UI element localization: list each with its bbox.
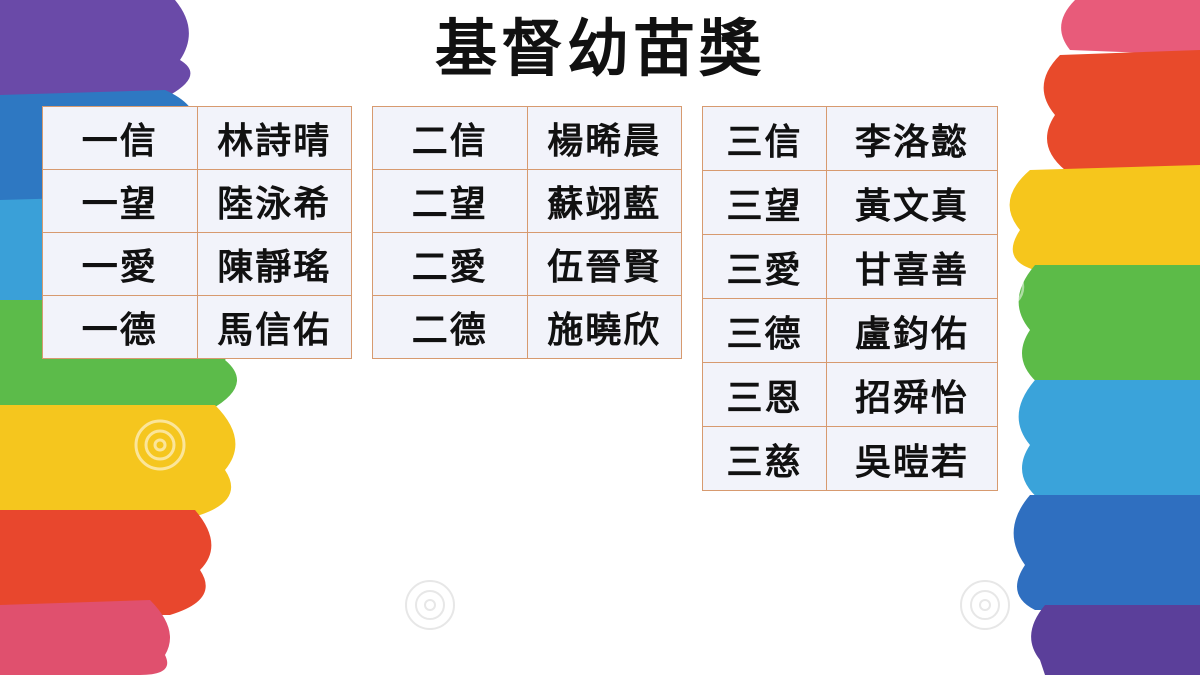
right-stripes [1009, 0, 1200, 675]
class-cell: 一信 [42, 106, 198, 170]
table-row: 三愛 甘喜善 [702, 234, 998, 299]
table-row: 三慈 吳暟若 [702, 426, 998, 491]
watermark-swirl-icon [405, 580, 455, 630]
student-name-cell: 盧鈞佑 [826, 298, 998, 363]
page-title: 基督幼苗獎 [434, 12, 765, 85]
class-cell: 三望 [702, 170, 827, 235]
student-name-cell: 吳暟若 [826, 426, 998, 491]
table-row: 三恩 招舜怡 [702, 362, 998, 427]
class-cell: 二信 [372, 106, 528, 170]
class-cell: 二愛 [372, 232, 528, 296]
award-table-grade-1: 一信 林詩晴 一望 陸泳希 一愛 陳靜瑤 一德 馬信佑 [42, 106, 352, 359]
table-row: 三信 李洛懿 [702, 106, 998, 171]
award-table-grade-3: 三信 李洛懿 三望 黃文真 三愛 甘喜善 三德 盧鈞佑 三恩 招舜怡 三慈 吳暟… [702, 106, 998, 491]
table-row: 二望 蘇翊藍 [372, 169, 682, 233]
table-row: 二德 施曉欣 [372, 295, 682, 359]
student-name-cell: 李洛懿 [826, 106, 998, 171]
table-row: 三望 黃文真 [702, 170, 998, 235]
class-cell: 一愛 [42, 232, 198, 296]
student-name-cell: 陳靜瑤 [196, 232, 352, 296]
class-cell: 二德 [372, 295, 528, 359]
watermark-swirl-icon [960, 580, 1010, 630]
student-name-cell: 林詩晴 [196, 106, 352, 170]
class-cell: 一德 [42, 295, 198, 359]
class-cell: 二望 [372, 169, 528, 233]
award-table-grade-2: 二信 楊晞晨 二望 蘇翊藍 二愛 伍晉賢 二德 施曉欣 [372, 106, 682, 359]
student-name-cell: 施曉欣 [526, 295, 682, 359]
table-row: 三德 盧鈞佑 [702, 298, 998, 363]
watermark-swirl-icon [134, 419, 186, 471]
student-name-cell: 甘喜善 [826, 234, 998, 299]
class-cell: 三德 [702, 298, 827, 363]
student-name-cell: 黃文真 [826, 170, 998, 235]
class-cell: 三愛 [702, 234, 827, 299]
student-name-cell: 伍晉賢 [526, 232, 682, 296]
class-cell: 三慈 [702, 426, 827, 491]
table-row: 一德 馬信佑 [42, 295, 352, 359]
student-name-cell: 蘇翊藍 [526, 169, 682, 233]
class-cell: 一望 [42, 169, 198, 233]
table-row: 一愛 陳靜瑤 [42, 232, 352, 296]
student-name-cell: 招舜怡 [826, 362, 998, 427]
table-row: 一望 陸泳希 [42, 169, 352, 233]
student-name-cell: 馬信佑 [196, 295, 352, 359]
table-row: 一信 林詩晴 [42, 106, 352, 170]
table-row: 二信 楊晞晨 [372, 106, 682, 170]
table-row: 二愛 伍晉賢 [372, 232, 682, 296]
class-cell: 三恩 [702, 362, 827, 427]
student-name-cell: 楊晞晨 [526, 106, 682, 170]
student-name-cell: 陸泳希 [196, 169, 352, 233]
class-cell: 三信 [702, 106, 827, 171]
